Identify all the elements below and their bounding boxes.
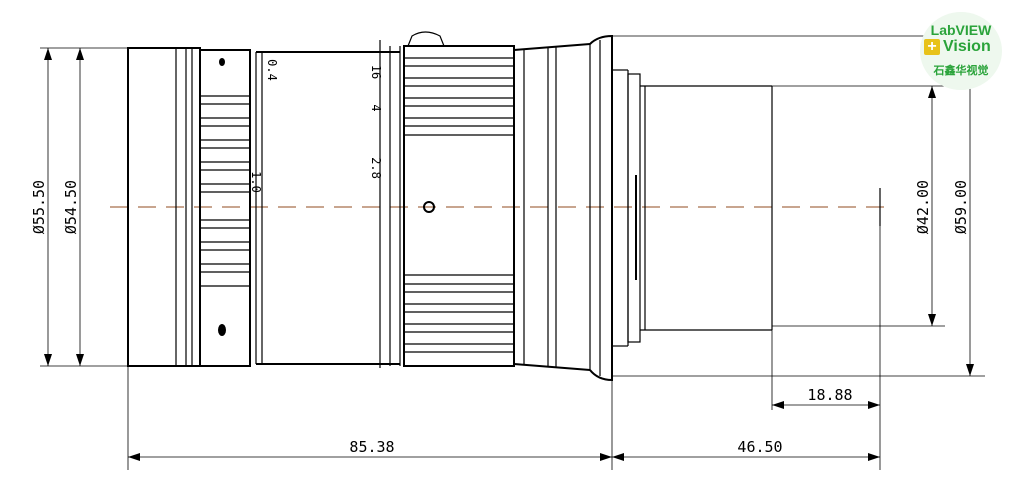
mark-aperture-c: 2.8 xyxy=(369,157,383,179)
focus-ring xyxy=(199,49,257,367)
rear-mount xyxy=(640,85,881,331)
dim-text-d-inner: Ø54.50 xyxy=(62,180,80,234)
middle-barrel xyxy=(256,40,401,368)
extension-lines xyxy=(40,35,985,470)
rear-barrel xyxy=(513,43,591,371)
dim-flange-length xyxy=(772,401,880,409)
dim-text-d-outer: Ø55.50 xyxy=(30,180,48,234)
plus-icon: + xyxy=(924,38,940,55)
dim-right-mount xyxy=(928,86,936,326)
dim-right-flange xyxy=(966,36,974,376)
dim-text-body-length: 85.38 xyxy=(349,438,394,456)
dim-text-d-flange: Ø59.00 xyxy=(952,180,970,234)
mount-flange xyxy=(589,34,641,382)
dim-back-length xyxy=(612,453,880,461)
logo-line1: LabVIEW xyxy=(930,22,992,38)
mark-aperture-b: 4 xyxy=(369,104,383,111)
dim-body-length xyxy=(128,453,612,461)
logo-line2-text: Vision xyxy=(943,38,991,55)
brand-logo: LabVIEW +Vision 石鑫华视觉 xyxy=(920,12,1002,90)
dim-left-inner xyxy=(76,48,84,366)
mark-focus-far: 1.0 xyxy=(249,171,263,193)
aperture-ring xyxy=(403,31,515,367)
dim-text-back-length: 46.50 xyxy=(737,438,782,456)
dim-left-outer xyxy=(44,48,52,366)
logo-line2: +Vision xyxy=(924,38,991,56)
mark-focus-near: 0.4 xyxy=(265,59,279,81)
dim-text-d-mount: Ø42.00 xyxy=(914,180,932,234)
logo-line3: 石鑫华视觉 xyxy=(933,65,989,77)
dim-text-flange-length: 18.88 xyxy=(807,386,852,404)
mark-aperture-a: 16 xyxy=(369,65,383,79)
